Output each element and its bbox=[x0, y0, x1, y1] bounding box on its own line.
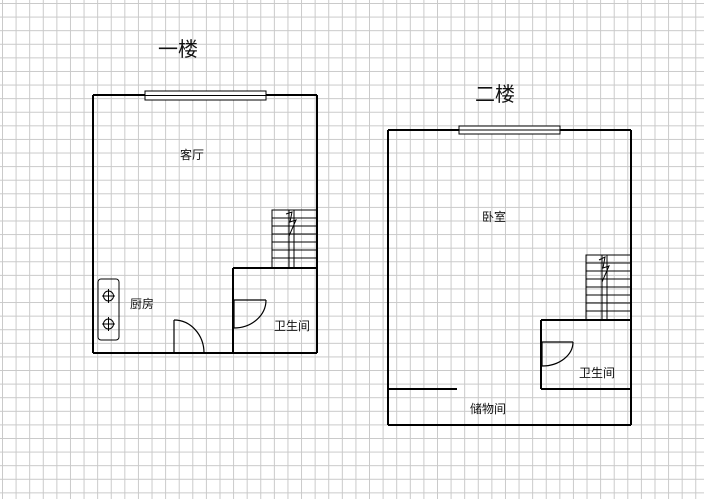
floor-2-plan: 二楼 bbox=[387, 82, 632, 426]
floor-1-entrance-door bbox=[173, 319, 205, 354]
floor-1-window bbox=[144, 90, 267, 101]
floor-1-bathroom-walls bbox=[232, 267, 317, 353]
floor-2-title: 二楼 bbox=[475, 82, 515, 106]
floor-1-title: 一楼 bbox=[158, 37, 198, 61]
room-label-kitchen: 厨房 bbox=[130, 296, 154, 311]
floor-2-window bbox=[458, 125, 561, 135]
floor-2-outer-walls bbox=[387, 129, 632, 426]
room-label-bedroom: 卧室 bbox=[482, 209, 506, 224]
room-label-storage: 储物间 bbox=[470, 401, 506, 416]
floor-2-bathroom-door bbox=[541, 341, 574, 367]
floor-2-staircase bbox=[585, 254, 632, 321]
stove-icon bbox=[97, 278, 120, 341]
floor-1-staircase bbox=[271, 209, 318, 269]
room-label-living: 客厅 bbox=[180, 147, 204, 162]
floor-1-outer-walls bbox=[92, 94, 318, 354]
room-label-bathroom-1: 卫生间 bbox=[274, 319, 310, 333]
room-label-bathroom-2: 卫生间 bbox=[579, 366, 615, 380]
floor-1-bathroom-door bbox=[233, 299, 267, 329]
floor-1-plan: 一楼 bbox=[92, 37, 318, 354]
